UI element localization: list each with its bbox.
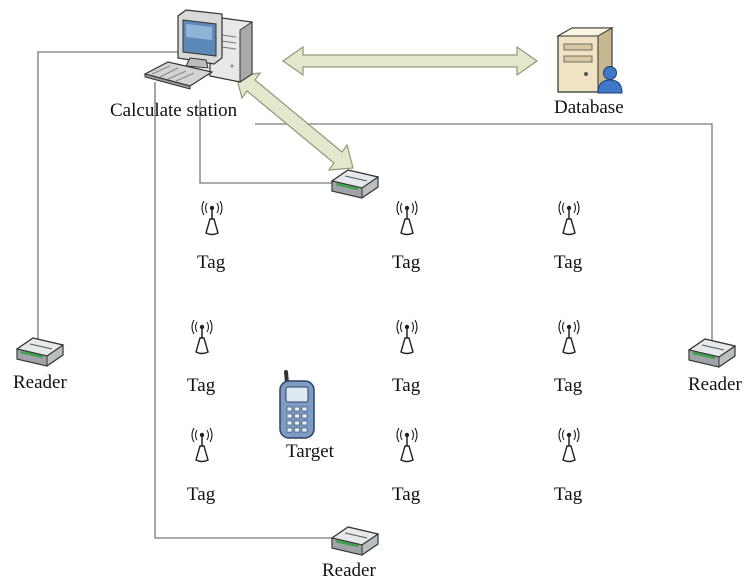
tag-node: Tag [392, 319, 421, 396]
reader-label-bottom: Reader [322, 560, 376, 581]
tag-antenna-icon [558, 200, 580, 236]
tag-label: Tag [392, 252, 421, 273]
tag-node: Tag [187, 427, 216, 505]
tag-node: Tag [392, 427, 421, 505]
reader-device-icon [15, 336, 65, 368]
tag-node: Tag [554, 319, 583, 396]
tag-node: Tag [187, 319, 216, 396]
reader-bottom: Reader [322, 525, 380, 581]
database-label: Database [554, 97, 624, 118]
reader-label-right: Reader [688, 374, 742, 395]
tag-label: Tag [392, 375, 421, 396]
tag-label: Tag [187, 375, 216, 396]
connection-lines [37, 51, 713, 539]
target-label: Target [286, 441, 335, 462]
tag-antenna-icon [558, 427, 580, 463]
tag-antenna-icon [558, 319, 580, 355]
tag-antenna-icon [201, 200, 223, 236]
computer-icon [143, 9, 253, 90]
arrow-station-reader [235, 72, 354, 171]
reader-left: Reader [13, 336, 67, 393]
reader-device-icon [330, 168, 380, 200]
database-server-icon [556, 27, 623, 94]
tag-antenna-icon [191, 427, 213, 463]
tag-label: Tag [197, 252, 226, 273]
reader-device-icon [330, 525, 380, 557]
tag-antenna-icon [396, 427, 418, 463]
tag-antenna-icon [396, 319, 418, 355]
reader-top [330, 168, 380, 200]
tag-label: Tag [187, 484, 216, 505]
station-label: Calculate station [110, 100, 238, 121]
arrow-station-database [281, 45, 539, 77]
tag-label: Tag [554, 484, 583, 505]
tag-node: Tag [554, 200, 583, 273]
reader-right: Reader [687, 337, 742, 395]
reader-device-icon [687, 337, 737, 369]
tag-label: Tag [554, 375, 583, 396]
tag-node: Tag [554, 427, 583, 505]
mobile-phone-icon [279, 370, 315, 439]
tag-node: Tag [392, 200, 421, 273]
tag-antenna-icon [396, 200, 418, 236]
tag-label: Tag [392, 484, 421, 505]
reader-label-left: Reader [13, 372, 67, 393]
tag-antenna-icon [191, 319, 213, 355]
tag-node: Tag [197, 200, 226, 273]
tag-label: Tag [554, 252, 583, 273]
